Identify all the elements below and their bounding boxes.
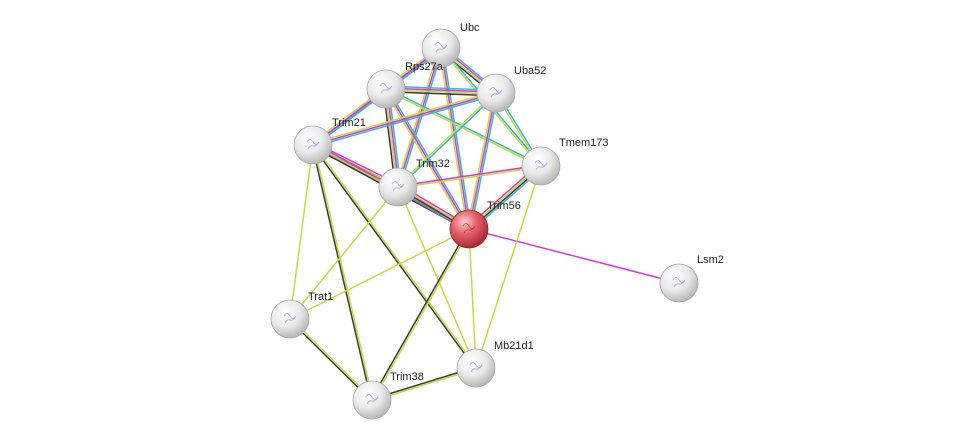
edge-trim56-lsm2[interactable] xyxy=(468,228,680,284)
node-sphere[interactable] xyxy=(270,299,310,339)
node-sphere[interactable] xyxy=(366,69,406,109)
node-trim21[interactable]: Trim21 xyxy=(293,117,366,165)
edge-line-experiments xyxy=(468,228,680,284)
node-label: Tmem173 xyxy=(559,137,609,149)
edge-trim32-tmem173[interactable] xyxy=(397,164,542,189)
edge-uba52-trim32[interactable] xyxy=(396,91,498,189)
edge-line-coexpression xyxy=(311,145,476,369)
node-sphere[interactable] xyxy=(378,167,418,207)
edge-line-textmining xyxy=(475,165,542,369)
node-sphere[interactable] xyxy=(421,28,461,68)
node-label: Uba52 xyxy=(514,65,546,77)
protein-structure-icon xyxy=(306,139,320,150)
edge-line-textmining xyxy=(396,91,496,187)
edge-trim32-trat1[interactable] xyxy=(289,186,399,320)
protein-structure-icon xyxy=(379,83,393,94)
edge-line-experiments xyxy=(440,47,470,230)
node-label: Trat1 xyxy=(308,291,333,303)
edge-line-database xyxy=(442,47,472,229)
edge-trim32-mb21d1[interactable] xyxy=(397,186,477,369)
edge-trim56-trim38[interactable] xyxy=(370,228,471,401)
edge-line-textmining xyxy=(385,89,541,168)
edge-line-experiments xyxy=(397,47,442,188)
edge-uba52-trim56[interactable] xyxy=(466,92,499,230)
edge-uba52-trim21[interactable] xyxy=(312,90,497,148)
node-mb21d1[interactable]: Mb21d1 xyxy=(456,340,534,388)
edge-ubc-trim56[interactable] xyxy=(438,47,472,230)
protein-structure-icon xyxy=(489,87,503,98)
node-sphere[interactable] xyxy=(456,348,496,388)
edge-line-experiments xyxy=(312,92,497,146)
edge-line-textmining xyxy=(397,186,477,369)
edge-line-textmining xyxy=(289,144,314,320)
node-trim38[interactable]: Trim38 xyxy=(352,371,424,420)
edge-line-textmining xyxy=(372,229,471,401)
node-label: Trim21 xyxy=(332,117,366,129)
node-uba52[interactable]: Uba52 xyxy=(476,65,546,113)
edge-line-experiments xyxy=(397,164,541,187)
node-label: Trim56 xyxy=(487,200,521,212)
node-trat1[interactable]: Trat1 xyxy=(270,291,333,339)
node-label: Trim38 xyxy=(390,371,424,383)
node-trim56[interactable]: Trim56 xyxy=(449,200,521,249)
edge-trim21-trim38[interactable] xyxy=(311,144,374,401)
protein-structure-icon xyxy=(534,160,548,171)
edge-line-database xyxy=(398,93,498,189)
edge-line-textmining xyxy=(438,48,468,230)
node-sphere[interactable] xyxy=(293,125,333,165)
node-ubc[interactable]: Ubc xyxy=(421,22,480,68)
edge-line-database xyxy=(386,87,542,166)
node-sphere[interactable] xyxy=(659,263,699,303)
edge-rps27a-tmem173[interactable] xyxy=(385,87,542,168)
edge-line-coexpression xyxy=(370,228,469,400)
edge-trim56-trat1[interactable] xyxy=(289,228,470,320)
node-trim32[interactable]: Trim32 xyxy=(378,158,450,207)
edge-line-textmining xyxy=(313,144,374,400)
edge-line-textmining xyxy=(289,228,470,320)
protein-structure-icon xyxy=(469,362,483,373)
edge-line-database xyxy=(399,48,444,188)
node-tmem173[interactable]: Tmem173 xyxy=(521,137,609,186)
edge-line-experiments xyxy=(468,92,497,230)
query-node-sphere[interactable] xyxy=(449,209,489,249)
edge-trim56-mb21d1[interactable] xyxy=(468,228,477,369)
edge-line-textmining xyxy=(466,92,495,229)
node-sphere[interactable] xyxy=(476,73,516,113)
protein-structure-icon xyxy=(434,42,448,53)
node-label: Lsm2 xyxy=(697,254,724,266)
edge-line-database xyxy=(313,94,497,148)
node-label: Trim32 xyxy=(416,158,450,170)
edge-line-textmining xyxy=(312,90,496,144)
edge-line-textmining xyxy=(313,144,478,368)
node-sphere[interactable] xyxy=(352,380,392,420)
edge-trim21-mb21d1[interactable] xyxy=(311,144,478,369)
edge-line-textmining xyxy=(398,166,542,189)
node-label: Rps27a xyxy=(405,61,444,73)
edge-line-textmining xyxy=(289,186,399,320)
node-sphere[interactable] xyxy=(521,146,561,186)
edge-tmem173-mb21d1[interactable] xyxy=(475,165,542,369)
edge-line-coexpression xyxy=(311,145,372,401)
edge-trim21-trat1[interactable] xyxy=(289,144,314,320)
edge-line-database xyxy=(470,93,499,230)
protein-structure-icon xyxy=(391,181,405,192)
node-rps27a[interactable]: Rps27a xyxy=(366,61,444,109)
protein-structure-icon xyxy=(672,277,686,288)
node-label: Mb21d1 xyxy=(494,340,534,352)
protein-structure-icon xyxy=(365,394,379,405)
node-label: Ubc xyxy=(460,22,480,34)
protein-structure-icon xyxy=(283,313,297,324)
edge-line-textmining xyxy=(468,228,477,369)
node-lsm2[interactable]: Lsm2 xyxy=(659,254,724,303)
protein-structure-icon xyxy=(462,223,476,234)
